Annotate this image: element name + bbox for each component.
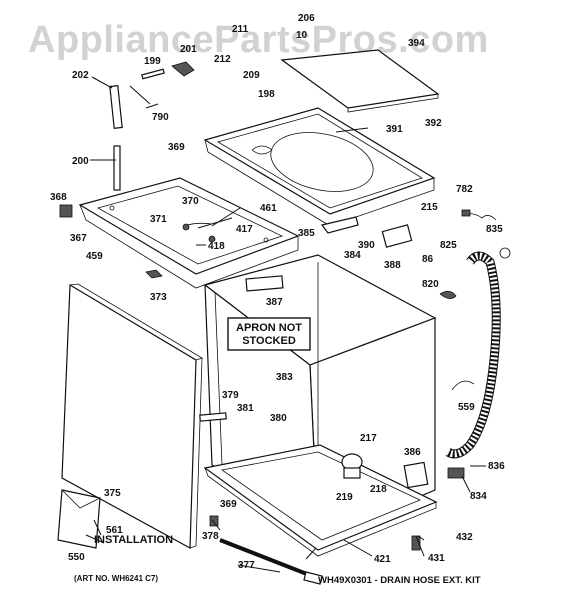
part-label: 378 <box>202 531 219 542</box>
part-label: 421 <box>374 554 391 565</box>
lid-switch-388-part[interactable] <box>381 224 413 248</box>
part-label: 371 <box>150 214 167 225</box>
part-label: 834 <box>470 491 487 502</box>
part-label: 215 <box>421 202 438 213</box>
part-label: 394 <box>408 38 425 49</box>
foot-378-part[interactable] <box>209 515 219 527</box>
clamp-835-part[interactable] <box>499 247 511 259</box>
part-label: 209 <box>243 70 260 81</box>
leader-lines <box>85 76 486 573</box>
part-label: 461 <box>260 203 277 214</box>
front-panel-part[interactable] <box>61 283 203 549</box>
watermark-text: AppliancePartsPros.com <box>28 19 489 61</box>
drain-hose-kit-label: WH49X0301 - DRAIN HOSE EXT. KIT <box>318 575 481 586</box>
part-label: 211 <box>232 24 249 35</box>
installation-label: INSTALLATION <box>94 534 173 546</box>
part-label: 381 <box>237 403 254 414</box>
part-label: 380 <box>270 413 287 424</box>
apron-not-stocked-notice: APRON NOT STOCKED <box>227 317 311 351</box>
part-label: 825 <box>440 240 457 251</box>
part-label: 384 <box>344 250 361 261</box>
hose-clamp-559-part[interactable] <box>451 380 475 391</box>
part-label: 459 <box>86 251 103 262</box>
motor-mount-386-part[interactable] <box>403 461 429 489</box>
part-label: 432 <box>456 532 473 543</box>
part-label: 386 <box>404 447 421 458</box>
part-label: 377 <box>238 560 255 571</box>
part-label: 199 <box>144 56 161 67</box>
installation-envelope-part[interactable] <box>57 489 101 549</box>
part-label: 559 <box>458 402 475 413</box>
part-label: 200 <box>72 156 89 167</box>
part-label: 206 <box>298 13 315 24</box>
bracket-368-part[interactable] <box>59 204 73 218</box>
part-label: 369 <box>220 499 237 510</box>
part-label: 790 <box>152 112 169 123</box>
art-number-label: (ART NO. WH6241 C7) <box>74 574 158 583</box>
pump-217-part[interactable] <box>341 453 363 479</box>
part-label: 391 <box>386 124 403 135</box>
part-label: 387 <box>266 297 283 308</box>
part-label: 368 <box>50 192 67 203</box>
part-label: 431 <box>428 553 445 564</box>
part-label: 217 <box>360 433 377 444</box>
clip-373-part[interactable] <box>145 269 163 279</box>
part-label: 10 <box>296 30 308 41</box>
part-label: 390 <box>358 240 375 251</box>
rear-tube-part[interactable] <box>109 85 123 191</box>
part-label: 198 <box>258 89 275 100</box>
part-label: 418 <box>208 241 225 252</box>
notice-line-2: STOCKED <box>242 335 296 347</box>
pin-199-part[interactable] <box>141 68 165 80</box>
part-label: 219 <box>336 492 353 503</box>
part-label: 86 <box>422 254 434 265</box>
valve-834-part[interactable] <box>447 467 465 479</box>
part-label: 202 <box>72 70 89 81</box>
part-label: 782 <box>456 184 473 195</box>
part-label: 375 <box>104 488 121 499</box>
part-label: 383 <box>276 372 293 383</box>
part-label: 561 <box>106 525 123 536</box>
part-label: 392 <box>425 118 442 129</box>
harness-782-part[interactable] <box>461 209 497 221</box>
part-label: 836 <box>488 461 505 472</box>
part-label: 369 <box>168 142 185 153</box>
part-label: 367 <box>70 233 87 244</box>
part-label: 218 <box>370 484 387 495</box>
part-label: 550 <box>68 552 85 563</box>
part-label: 820 <box>422 279 439 290</box>
switch-bracket-385-part[interactable] <box>320 216 359 234</box>
support-379-part[interactable] <box>199 412 227 422</box>
shield-377-part[interactable] <box>219 538 323 585</box>
clamp-820-part[interactable] <box>439 291 457 299</box>
rod-370-part[interactable] <box>182 222 216 243</box>
part-number-labels: 206 211 10 394 201 199 212 209 198 202 7… <box>50 13 505 571</box>
lid-part[interactable] <box>280 49 440 113</box>
drain-hose-part[interactable] <box>445 251 501 459</box>
part-label: 212 <box>214 54 231 65</box>
part-label: 373 <box>150 292 167 303</box>
part-label: 379 <box>222 390 239 401</box>
part-label: 370 <box>182 196 199 207</box>
part-label: 201 <box>180 44 197 55</box>
part-label: 835 <box>486 224 503 235</box>
part-label: 388 <box>384 260 401 271</box>
hinge-201-part[interactable] <box>171 61 195 77</box>
bottom-tray-part[interactable] <box>203 444 438 557</box>
notice-line-1: APRON NOT <box>236 322 302 334</box>
part-label: 417 <box>236 224 253 235</box>
part-label: 385 <box>298 228 315 239</box>
